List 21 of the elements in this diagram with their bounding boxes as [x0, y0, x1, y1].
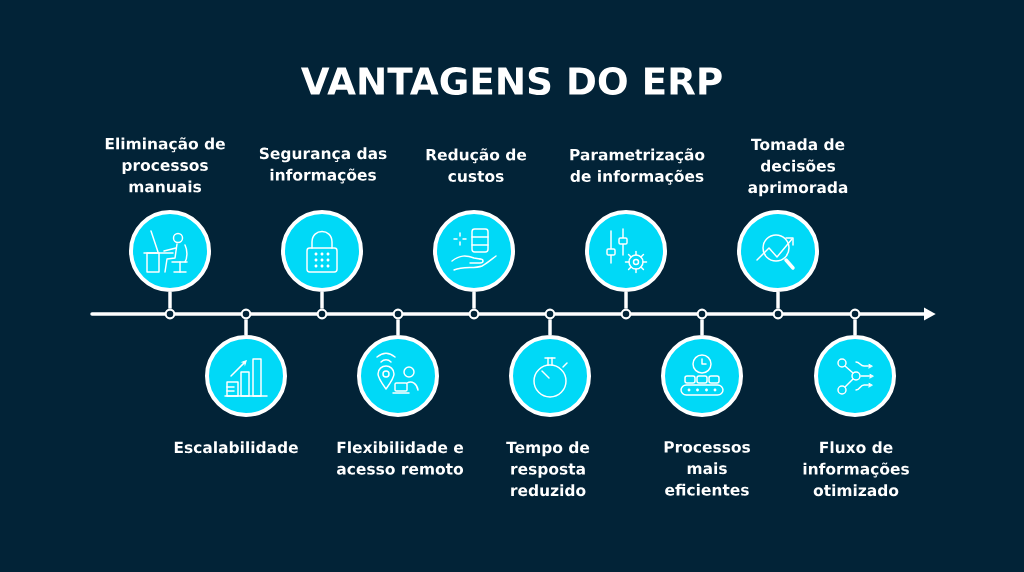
benefit-label: Tempo de resposta reduzido: [506, 441, 590, 497]
benefit-label: Tomada de decisões aprimorada: [748, 138, 848, 197]
stem-line: [548, 319, 552, 335]
title: VANTAGENS DO ERP: [300, 66, 722, 96]
stem-line: [320, 292, 324, 309]
benefit-label: Fluxo de informações otimizado: [803, 441, 909, 497]
stem-line: [700, 319, 704, 335]
benefit-label: Processos mais eficientes: [664, 441, 750, 496]
stem-line: [168, 292, 172, 309]
benefit-label: Redução de custos: [426, 148, 527, 182]
benefit-label: Segurança das informações: [259, 147, 387, 184]
benefit-label: Escalabilidade: [174, 441, 298, 454]
stem-line: [776, 292, 780, 309]
benefit-label: Eliminação de processos manuais: [105, 137, 225, 193]
stem-line: [472, 292, 476, 309]
stem-line: [396, 319, 400, 335]
benefit-label: Flexibilidade e acesso remoto: [337, 441, 464, 475]
benefit-label: Parametrização de informações: [570, 148, 705, 185]
stem-line: [624, 292, 628, 309]
stem-line: [244, 319, 248, 335]
stem-line: [853, 319, 857, 335]
